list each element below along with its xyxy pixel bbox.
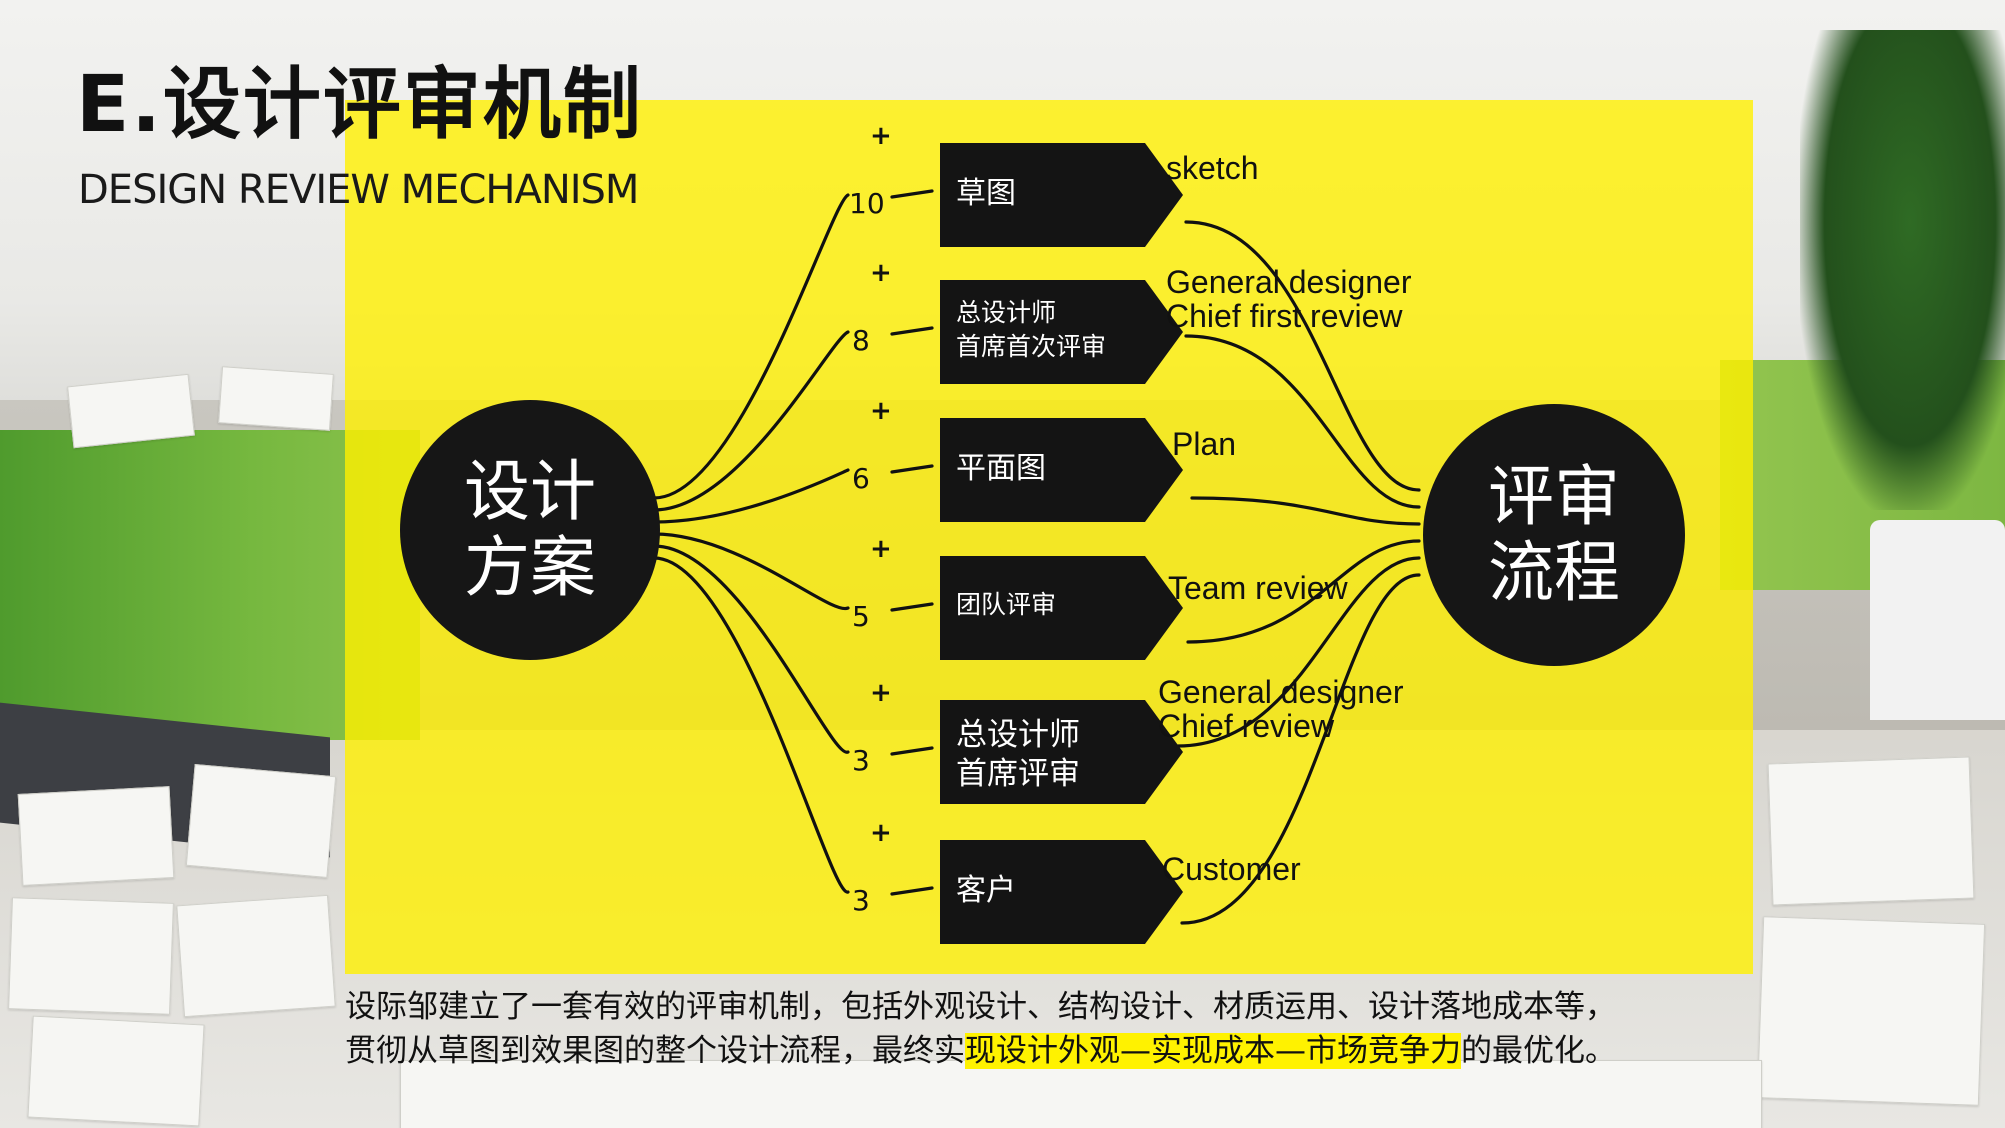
review-step: 草图 [940,143,1183,247]
step-label-zh: 总设计师 首席首次评审 [956,298,1107,361]
step-score: 5 [852,600,870,633]
caption-line-2: 贯彻从草图到效果图的整个设计流程，最终实现设计外观—实现成本—市场竞争力的最优化… [345,1029,1795,1073]
step-score: 10 [849,187,885,220]
review-step: 总设计师 首席评审 [940,700,1183,804]
connector-line [652,330,850,512]
caption-line-2-end: 的最优化。 [1461,1033,1616,1070]
step-label-zh: 团队评审 [956,590,1057,619]
connector-line [890,326,934,336]
connector-line [1190,496,1421,526]
caption-line-2-start: 贯彻从草图到效果图的整个设计流程，最终实 [345,1033,965,1070]
connector-line [1180,573,1421,925]
connector-line [652,532,850,611]
plus-sign: + [870,121,892,151]
connector-line [1176,556,1421,748]
connector-line [890,886,934,896]
review-process-label: 评审 流程 [1488,458,1620,611]
step-label-en: General designer Chief first review [1166,264,1412,334]
step-label-en: Plan [1172,426,1237,462]
step-label-en: Customer [1162,851,1301,887]
plus-sign: + [870,534,892,564]
review-process-node: 评审 流程 [1423,404,1685,666]
connector-line [1184,220,1421,492]
plus-sign: + [870,396,892,426]
page-subtitle: DESIGN REVIEW MECHANISM [78,167,639,213]
step-arrow-box [940,556,1183,660]
design-plan-label: 设计 方案 [464,453,596,606]
review-step: 客户 [940,840,1183,944]
plus-sign: + [870,258,892,288]
step-score: 8 [852,324,870,357]
connector-line [652,468,850,524]
step-score: 6 [852,462,870,495]
step-label-zh: 总设计师 首席评审 [956,717,1080,792]
review-step: 团队评审 [940,556,1183,660]
plant-pot [1870,520,2005,720]
page-title: E.设计评审机制 [76,60,643,150]
connector-line [890,464,934,474]
connector-line [652,556,850,894]
step-label-zh: 草图 [956,176,1016,211]
review-step: 平面图 [940,418,1183,522]
step-label-en: sketch [1166,150,1259,186]
connector-line [890,189,934,199]
description-caption: 设际邹建立了一套有效的评审机制，包括外观设计、结构设计、材质运用、设计落地成本等… [345,985,1795,1073]
plus-sign: + [870,818,892,848]
step-score: 3 [852,744,870,777]
plant [1800,30,2005,510]
step-score: 3 [852,884,870,917]
step-label-zh: 客户 [956,873,1016,908]
connector-line [890,746,934,756]
step-label-zh: 平面图 [956,451,1046,486]
caption-highlight: 现设计外观—实现成本—市场竞争力 [965,1033,1461,1070]
connector-line [652,193,850,500]
review-step: 总设计师 首席首次评审 [940,280,1183,384]
caption-line-1: 设际邹建立了一套有效的评审机制，包括外观设计、结构设计、材质运用、设计落地成本等… [345,989,1616,1025]
step-arrow-box [940,700,1183,804]
step-label-en: Team review [1168,570,1348,606]
step-arrow-box [940,840,1183,944]
connector-line [890,602,934,612]
plus-sign: + [870,678,892,708]
connector-line [652,544,850,754]
connector-line [1186,539,1421,644]
step-arrow-box [940,280,1183,384]
step-label-en: General designer Chief review [1158,674,1404,744]
step-arrow-box [940,143,1183,247]
step-arrow-box [940,418,1183,522]
connector-line [1184,334,1421,509]
design-plan-node: 设计 方案 [400,400,660,660]
